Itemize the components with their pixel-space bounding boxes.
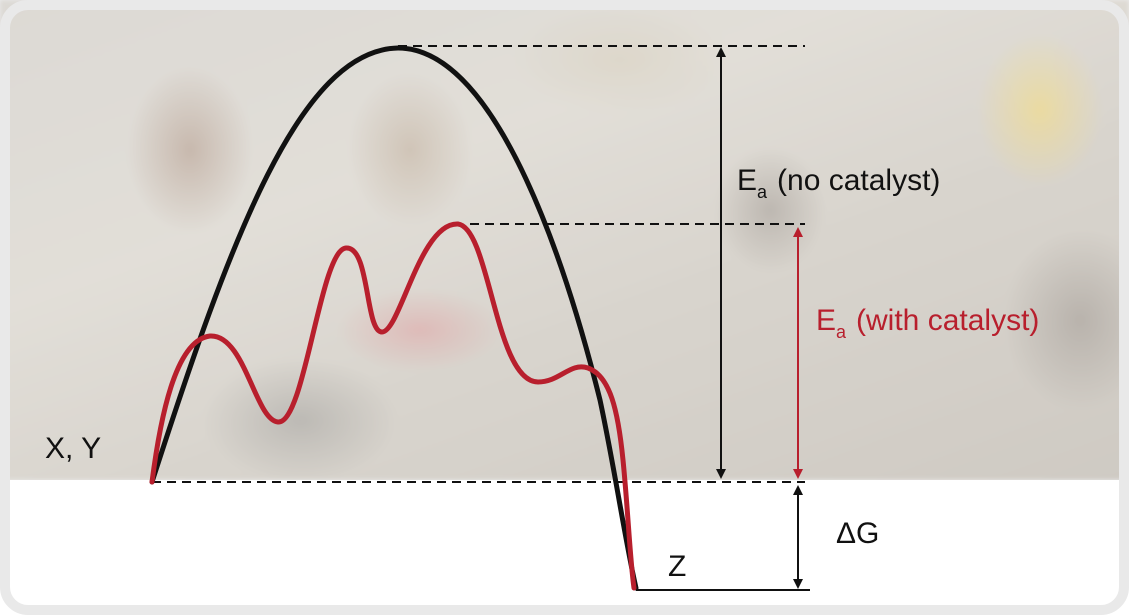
- background-photo: [0, 0, 1129, 480]
- delta-g-label: ΔG: [836, 517, 879, 550]
- background-overlay: [0, 0, 1129, 480]
- lower-white-panel: [0, 480, 1129, 615]
- ea-subscript-red: a: [836, 322, 847, 342]
- uncatalyzed-curve: [149, 45, 639, 591]
- ea-symbol: E: [737, 164, 757, 197]
- reactants-label: X, Y: [45, 432, 101, 465]
- ea-symbol-red: E: [816, 304, 836, 337]
- ea-with-catalyst-label: Ea (with catalyst): [816, 304, 1039, 342]
- ea-no-catalyst-label: Ea (no catalyst): [737, 164, 940, 202]
- product-label: Z: [668, 550, 686, 583]
- catalyzed-curve: [149, 221, 637, 591]
- ea-with-catalyst-suffix: (with catalyst): [856, 304, 1039, 337]
- ea-no-catalyst-suffix: (no catalyst): [777, 164, 940, 197]
- ea-subscript: a: [757, 182, 768, 202]
